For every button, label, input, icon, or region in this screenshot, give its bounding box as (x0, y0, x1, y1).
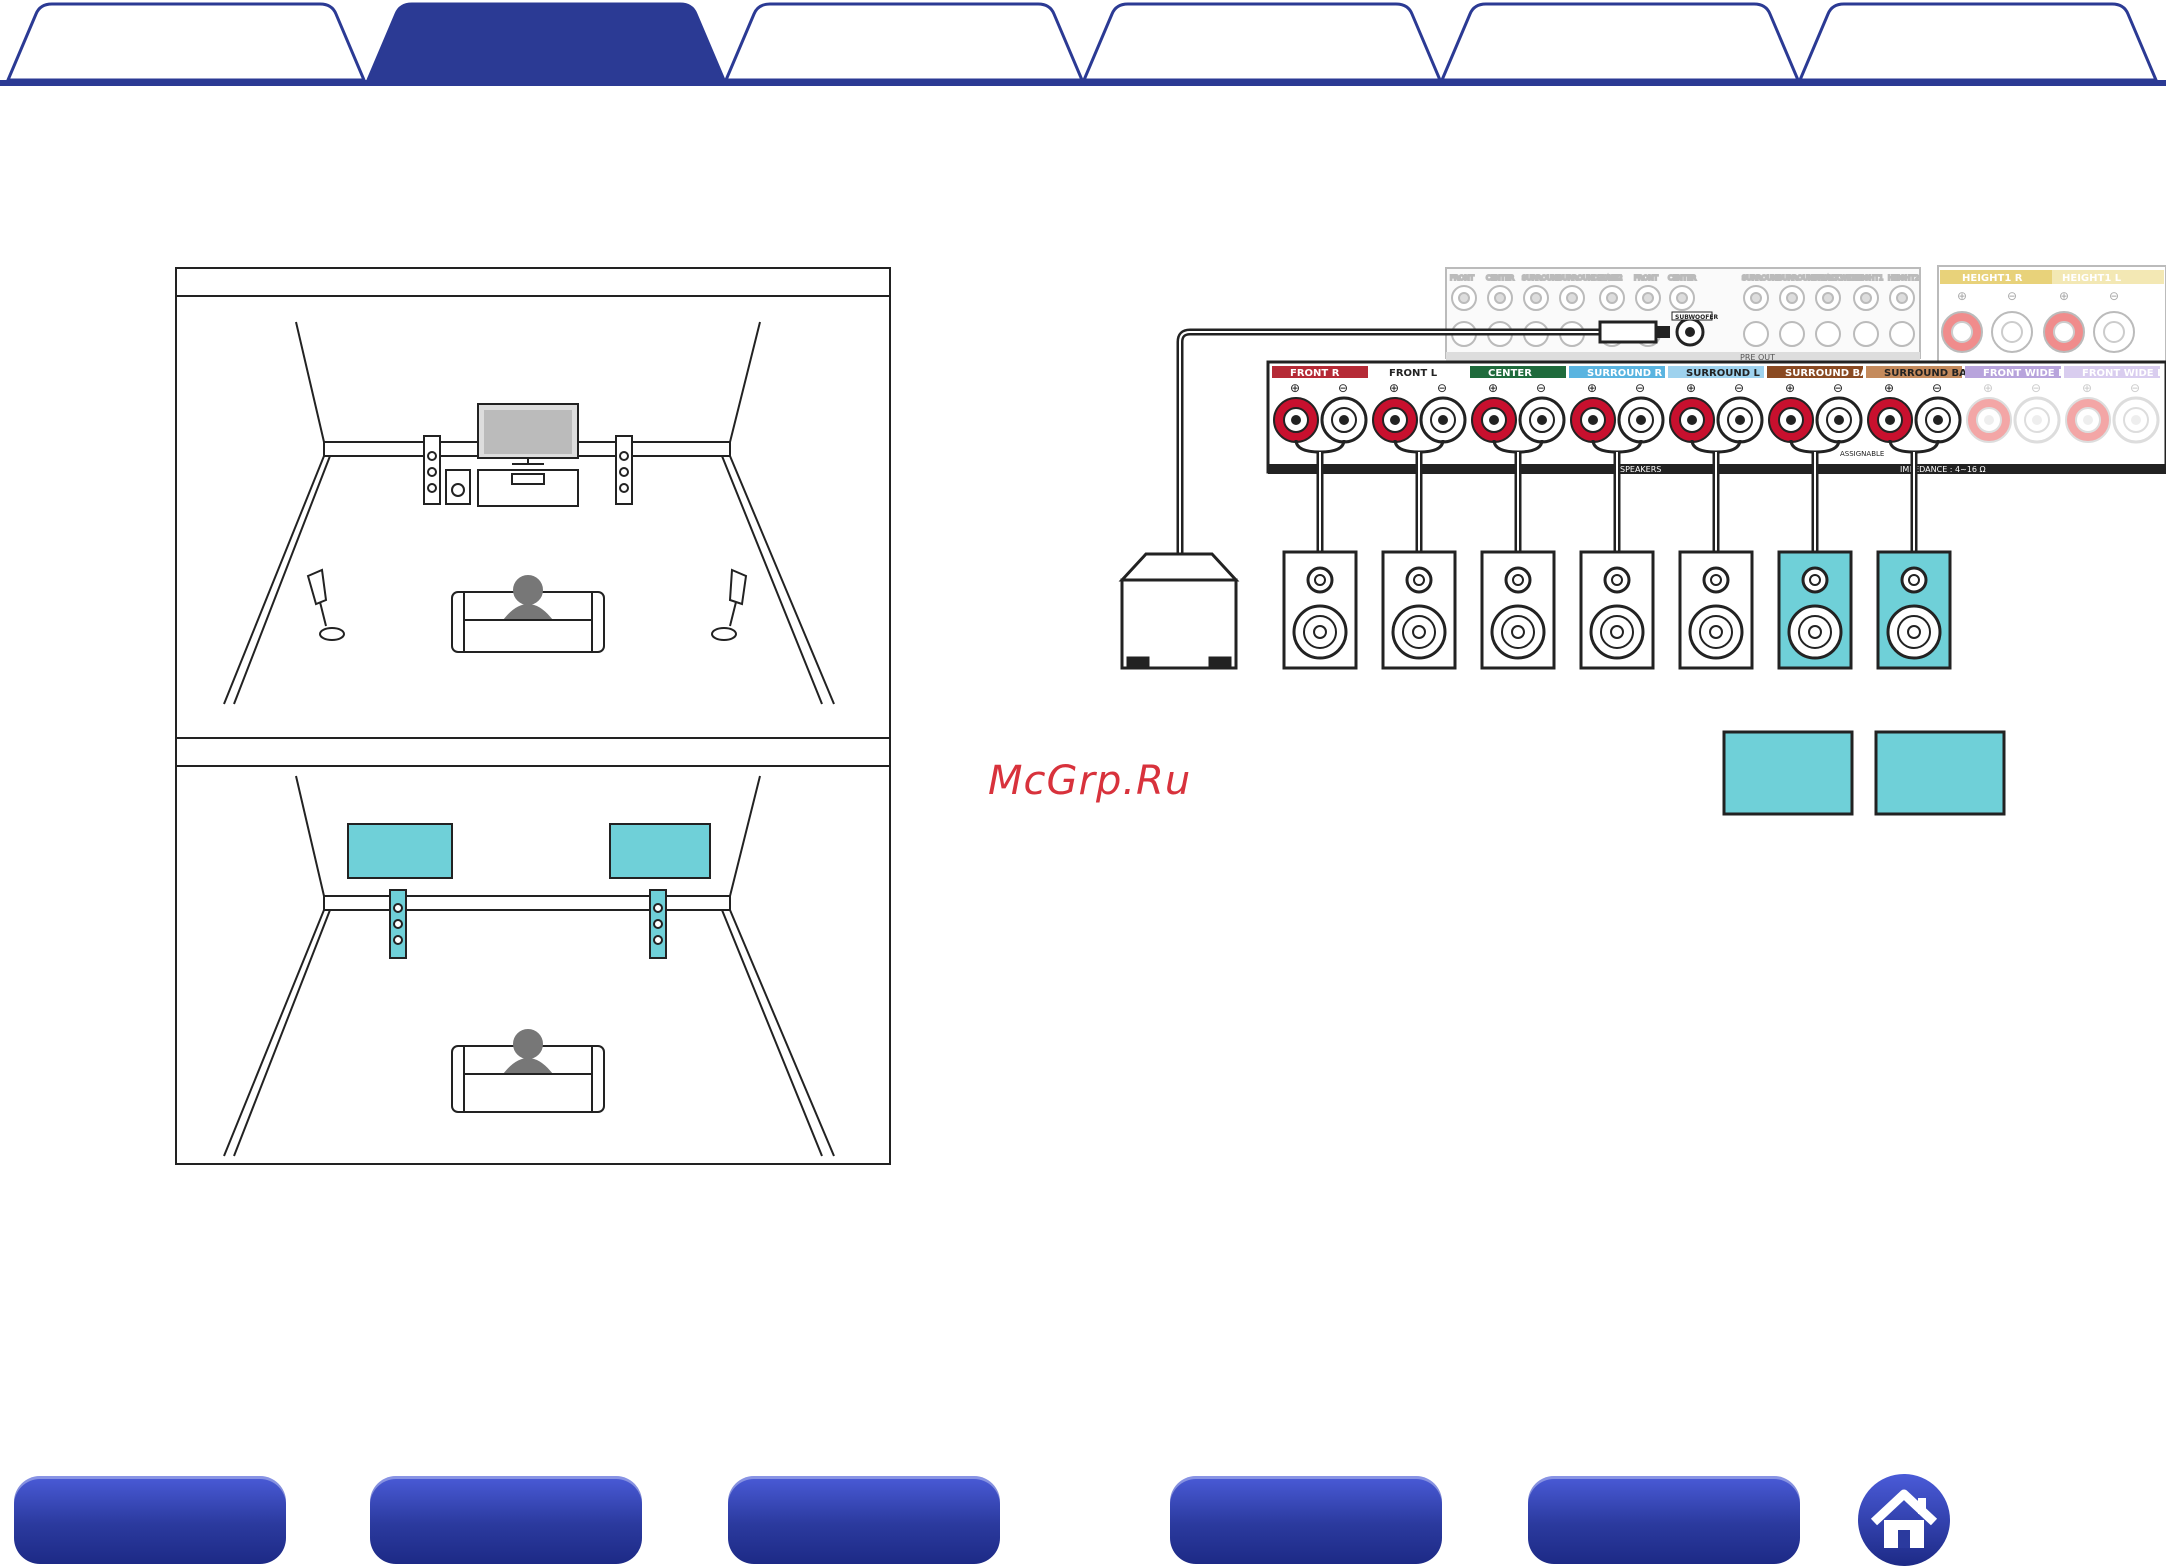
svg-text:⊖: ⊖ (2031, 381, 2041, 395)
svg-text:⊖: ⊖ (2109, 289, 2119, 303)
tab-2-active[interactable] (365, 2, 727, 82)
watermark-text: McGrp.Ru (988, 758, 1192, 804)
svg-text:⊕: ⊕ (1389, 381, 1399, 395)
height-speaker-box-1 (1722, 730, 1854, 816)
tv (477, 403, 579, 507)
preout-jack-label: CENTER (1668, 274, 1696, 282)
height-speaker-zone-r (609, 823, 711, 879)
terminal-label: SURROUND BACK R (1785, 368, 1894, 379)
svg-text:⊖: ⊖ (1932, 381, 1942, 395)
tab-baseline (0, 80, 2166, 86)
home-button[interactable] (1858, 1474, 1950, 1566)
svg-text:⊖: ⊖ (1437, 381, 1447, 395)
svg-text:⊖: ⊖ (1338, 381, 1348, 395)
sofa-top (451, 575, 605, 653)
svg-text:⊕: ⊕ (2082, 381, 2092, 395)
nav-button-4[interactable] (1170, 1476, 1442, 1564)
svg-text:⊖: ⊖ (1833, 381, 1843, 395)
impedance-label: IMPEDANCE : 4~16 Ω (1900, 465, 1986, 474)
room-diagram (175, 267, 891, 1165)
nav-button-2[interactable] (370, 1476, 642, 1564)
sofa-bottom (451, 1029, 605, 1113)
terminal-label: SURROUND R (1587, 368, 1662, 379)
terminal-label: SURROUND L (1686, 368, 1760, 379)
svg-text:⊖: ⊖ (1734, 381, 1744, 395)
tab-4[interactable] (1081, 2, 1443, 82)
terminal-label: FRONT L (1389, 368, 1438, 379)
preout-jack-label: FRONT WIDE (1814, 274, 1859, 282)
svg-text:⊕: ⊕ (1686, 381, 1696, 395)
surround-speaker-r (711, 568, 748, 641)
svg-text:⊖: ⊖ (1635, 381, 1645, 395)
terminal-label: FRONT R (1290, 368, 1340, 379)
svg-text:⊖: ⊖ (2130, 381, 2140, 395)
svg-text:⊕: ⊕ (1983, 381, 1993, 395)
preout-footer (1446, 352, 1920, 362)
height-speaker-zone-l (347, 823, 453, 879)
preout-jack-label: SURROUND BACK (1558, 274, 1620, 282)
height-speaker-box-2 (1874, 730, 2006, 816)
svg-text:⊕: ⊕ (1488, 381, 1498, 395)
assignable-label: ASSIGNABLE (1840, 450, 1884, 458)
svg-text:⊖: ⊖ (2007, 289, 2017, 303)
svg-text:⊕: ⊕ (1290, 381, 1300, 395)
surround-speaker-l (306, 568, 345, 641)
height1-r-label: HEIGHT1 R (1962, 273, 2023, 284)
front-speaker-r-highlight (649, 889, 667, 959)
speakers-section-label: SPEAKERS (1620, 465, 1661, 474)
front-speaker-r (615, 435, 633, 505)
svg-text:⊕: ⊕ (2059, 289, 2069, 303)
tab-1[interactable] (5, 2, 367, 82)
tab-5[interactable] (1439, 2, 1801, 82)
svg-text:⊕: ⊕ (1957, 289, 1967, 303)
svg-text:⊕: ⊕ (1785, 381, 1795, 395)
svg-text:⊕: ⊕ (1884, 381, 1894, 395)
front-speaker-l (423, 435, 441, 505)
preout-jack-label: SURROUND BACK (1778, 274, 1840, 282)
preout-jack-label: ZONE2 (1598, 274, 1622, 282)
tab-3[interactable] (723, 2, 1085, 82)
nav-button-3[interactable] (728, 1476, 1000, 1564)
subwoofer-small (445, 469, 471, 505)
subwoofer-box (1118, 552, 1240, 670)
terminal-label: FRONT WIDE L (2082, 368, 2164, 379)
terminal-label: CENTER (1488, 368, 1532, 379)
home-icon (1870, 1489, 1938, 1548)
subwoofer-jack-label: SUBWOOFER (1675, 314, 1718, 321)
preout-jack-label: SURROUND (1522, 274, 1563, 282)
speaker-row (1282, 452, 1952, 670)
terminal-label: SURROUND BACK L (1884, 368, 1992, 379)
preout-section-label: PRE OUT (1740, 353, 1775, 362)
top-tabs (0, 2, 2166, 86)
svg-text:⊕: ⊕ (1587, 381, 1597, 395)
height1-l-label: HEIGHT1 L (2062, 273, 2122, 284)
rca-plug (1598, 320, 1658, 344)
tab-6[interactable] (1797, 2, 2159, 82)
preout-jack-label: SURROUND (1742, 274, 1783, 282)
preout-jack-label: FRONT (1450, 274, 1475, 282)
preout-jack-label: CENTER (1486, 274, 1514, 282)
front-speaker-l-highlight (389, 889, 407, 959)
room-frame (175, 267, 891, 1165)
terminal-label: FRONT WIDE R (1983, 368, 2066, 379)
preout-jack-label: HEIGHT2 (1888, 274, 1919, 282)
nav-button-5[interactable] (1528, 1476, 1800, 1564)
svg-text:⊖: ⊖ (1536, 381, 1546, 395)
preout-jack-label: HEIGHT1 (1852, 274, 1883, 282)
preout-jack-label: FRONT (1634, 274, 1659, 282)
nav-button-1[interactable] (14, 1476, 286, 1564)
